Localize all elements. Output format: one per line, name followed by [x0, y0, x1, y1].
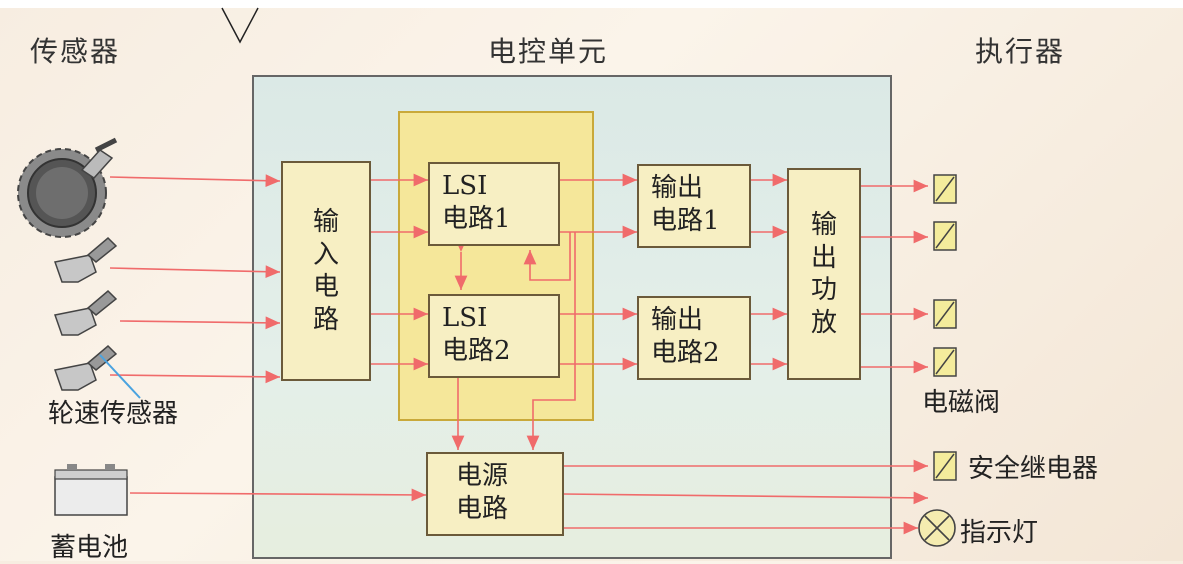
power-line: 电源 [456, 461, 509, 491]
ecu-header: 电控单元 [488, 35, 609, 68]
power-amp-char: 功 [810, 275, 837, 305]
power-amplifier-block: 输 出 功 放 [787, 168, 861, 380]
battery-label: 蓄电池 [50, 533, 129, 563]
power-circuit-block: 电源 电路 [426, 452, 564, 536]
out2-line: 电路2 [651, 337, 720, 368]
power-amp-char: 输 [810, 210, 837, 240]
safety-relay-label: 安全继电器 [968, 454, 1099, 484]
battery-icon [54, 464, 128, 516]
out2-line: 输出 [651, 305, 704, 335]
top-triangle-mark [221, 7, 259, 44]
power-amp-char: 出 [810, 242, 837, 273]
top-border [0, 0, 1183, 8]
out1-line: 输出 [651, 173, 704, 203]
lsi-circuit-1-block: LSI 电路1 [428, 162, 560, 246]
wheel-speed-sensor-icons [54, 236, 118, 391]
wheel-speed-sensor-label: 轮速传感器 [48, 399, 179, 429]
lsi-circuit-2-block: LSI 电路2 [428, 294, 560, 378]
lsi1-line: 电路1 [442, 203, 511, 234]
indicator-lamp-label: 指示灯 [960, 518, 1039, 548]
sensors-header: 传感器 [30, 35, 121, 68]
relay-icon [933, 451, 957, 481]
lsi2-line: LSI [442, 303, 488, 333]
input-circuit-char: 输 [312, 207, 339, 237]
lsi1-line: LSI [442, 171, 488, 201]
output-circuit-2-block: 输出 电路2 [637, 296, 751, 380]
input-circuit-block: 输 入 电 路 [281, 161, 371, 381]
out1-line: 电路1 [651, 205, 720, 236]
indicator-lamp-icon [918, 509, 956, 547]
input-circuit-char: 电 [312, 272, 339, 302]
power-line: 电路 [456, 493, 509, 524]
gear-sensor-icon [17, 137, 118, 238]
input-circuit-char: 路 [312, 304, 339, 335]
solenoid-valve-label: 电磁阀 [922, 388, 1001, 418]
output-circuit-1-block: 输出 电路1 [637, 164, 751, 248]
input-circuit-char: 入 [312, 239, 339, 270]
actuators-header: 执行器 [975, 35, 1066, 68]
lsi2-line: 电路2 [442, 335, 511, 366]
solenoid-valve-icons [933, 174, 957, 377]
power-amp-char: 放 [810, 307, 837, 338]
